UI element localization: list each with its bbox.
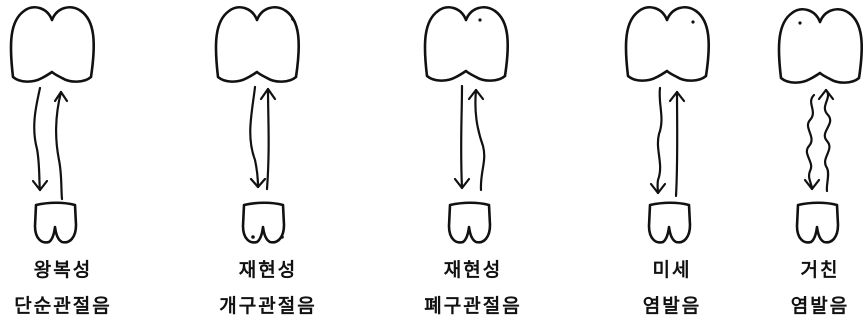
label-3-line-1: 재현성	[443, 259, 503, 281]
label-4-line-2: 염발음	[642, 295, 702, 317]
label-2-line-1: 재현성	[238, 259, 298, 281]
label-1-line-1: 왕복성	[33, 259, 93, 281]
upper-teeth-icon	[9, 6, 96, 83]
jaw-movement-icon	[31, 86, 69, 201]
diagram-2	[214, 6, 301, 244]
diagram-1	[9, 6, 96, 244]
diagram-5	[777, 8, 864, 244]
label-5-line-1: 거친	[800, 259, 840, 281]
lower-teeth-icon	[795, 201, 840, 244]
diagram-4	[624, 6, 711, 244]
label-3-line-2: 폐구관절음	[424, 295, 522, 317]
label-5-line-2: 염발음	[790, 295, 850, 317]
label-1-line-2: 단순관절음	[14, 295, 112, 317]
lower-teeth-icon	[241, 201, 286, 244]
lower-teeth-icon	[33, 201, 78, 244]
label-2-line-2: 개구관절음	[219, 295, 317, 317]
jaw-movement-icon	[649, 86, 686, 198]
upper-teeth-icon	[214, 6, 301, 83]
upper-teeth-icon	[777, 8, 864, 84]
jaw-movement-icon	[453, 84, 486, 192]
jaw-movement-icon	[249, 85, 277, 191]
upper-teeth-icon	[423, 6, 510, 82]
label-4-line-1: 미세	[652, 259, 692, 281]
lower-teeth-icon	[447, 201, 492, 244]
jaw-movement-icon	[803, 88, 835, 193]
upper-teeth-icon	[624, 6, 711, 82]
lower-teeth-icon	[647, 201, 692, 244]
diagram-3	[423, 6, 510, 244]
